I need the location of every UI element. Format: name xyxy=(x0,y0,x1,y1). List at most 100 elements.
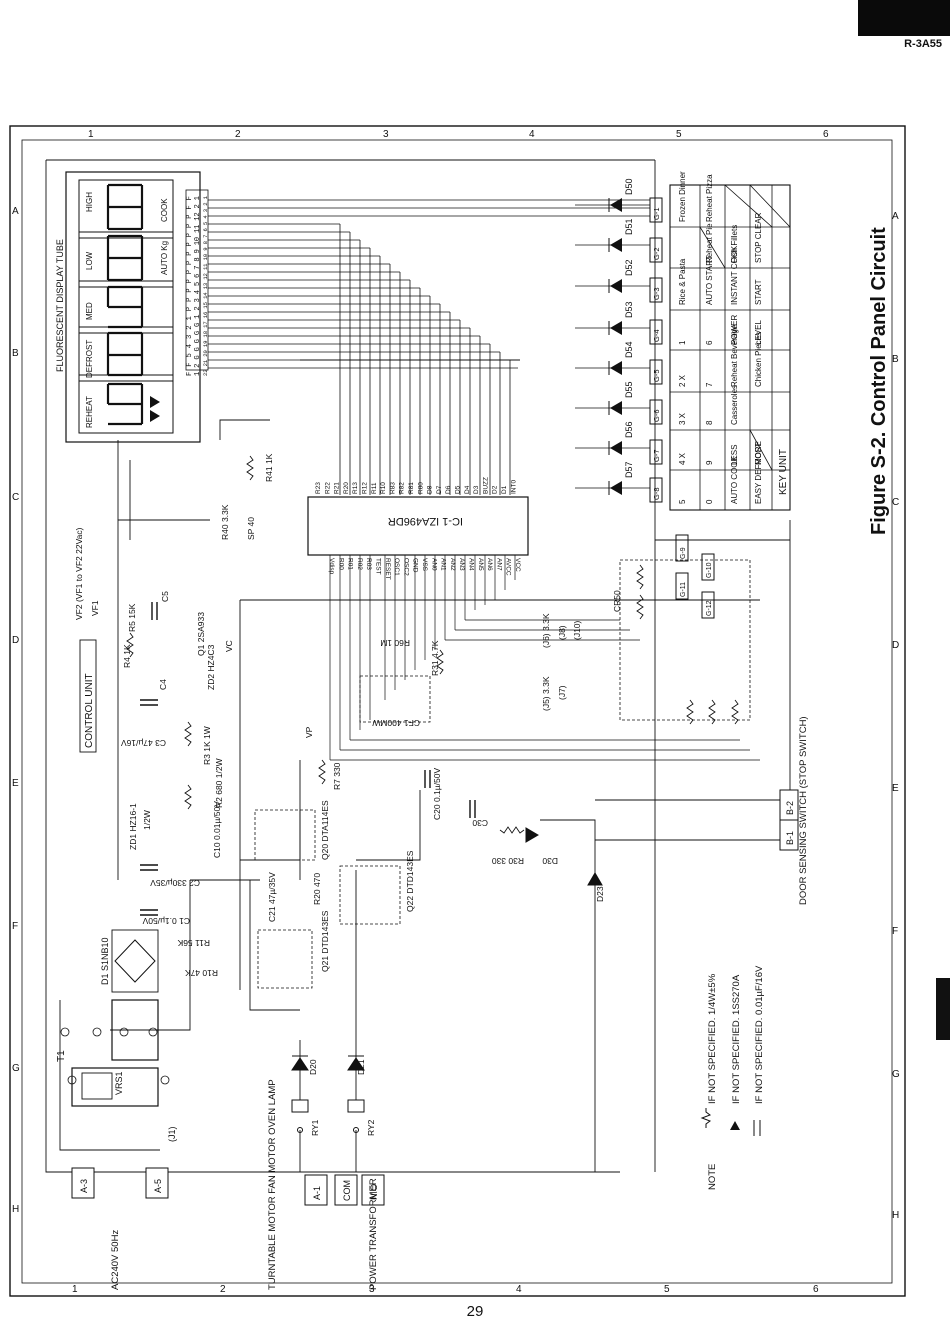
row-label-right-g: G xyxy=(892,1069,900,1080)
diode-label: D51 xyxy=(624,218,634,235)
ic-pin-right: R83 xyxy=(389,482,396,494)
g-connector-box xyxy=(649,197,663,223)
key-label: 0 xyxy=(705,499,714,504)
ic-pin-left: R03 xyxy=(365,558,372,570)
frame-outer xyxy=(9,125,906,1297)
ic-pin-left: RESET xyxy=(384,558,391,580)
r41-label: R41 1K xyxy=(264,453,274,482)
g-connector-box xyxy=(649,477,663,503)
ic-pin-right: R11 xyxy=(371,482,378,494)
vrs1-label: VRS1 xyxy=(114,1071,124,1095)
c1-label: C1 0.1µ/50V xyxy=(142,916,190,926)
key-label: 2 X xyxy=(678,374,687,387)
g-label: G-6 xyxy=(652,409,661,422)
key-label: 7 xyxy=(705,382,714,387)
r2-label: R2 680 1/2W xyxy=(214,758,224,808)
row-label-left-f: F xyxy=(12,921,18,932)
row-label-right-h: H xyxy=(892,1210,899,1221)
note: NOTE IF NOT SPECIFIED. 1/4W±5% IF NOT SP… xyxy=(700,965,765,1190)
col-label-top-4: 4 xyxy=(529,129,535,140)
g-label: G-1 xyxy=(652,207,661,220)
col-label-bot-5: 5 xyxy=(664,1284,670,1295)
c30-label: C30 xyxy=(472,818,488,828)
j6-label: (J6) 3.3K xyxy=(541,613,551,648)
cr50-label: CR50 xyxy=(612,590,622,612)
r60-label: R60 1M xyxy=(380,638,410,648)
r30-label: R30 330 xyxy=(492,856,524,866)
pin-row-1: F F 5 4 3 2 1 P P P P P P P P P P P F F xyxy=(186,196,194,376)
ic-pin-right: R12 xyxy=(362,482,369,494)
ic-pin-left: AN5 xyxy=(477,558,484,571)
cf1-label: CF1 400MW xyxy=(372,718,420,728)
g-connector-box xyxy=(649,277,663,303)
ic-pin-left: R00 xyxy=(337,558,344,570)
zd1-label: ZD1 HZ16-1 xyxy=(128,803,138,850)
page-number: 29 xyxy=(466,1303,484,1320)
ic-pin-right: R21 xyxy=(334,482,341,494)
col-label-bot-6: 6 xyxy=(813,1284,819,1295)
zd2-label: ZD2 HZ4C3 xyxy=(206,644,216,690)
display-bus xyxy=(208,199,655,495)
ic-pin-right: D4 xyxy=(464,485,471,494)
key-label: 3 X xyxy=(678,412,687,425)
r3-label: R3 1K 1W xyxy=(202,726,212,765)
diode-label: D57 xyxy=(624,461,634,478)
r40-label: R40 3.3K xyxy=(220,504,230,540)
q1-label: Q1 2SA933 xyxy=(196,612,206,656)
key-label: EASY DEFROST xyxy=(754,442,763,504)
power-transformer-label: POWER TRANSFORMER xyxy=(368,1178,379,1290)
conn-b2: B-2 xyxy=(785,801,795,815)
ic-pin-right: D5 xyxy=(455,485,462,494)
ic-pin-right: D3 xyxy=(473,485,480,494)
ry2-label: RY2 xyxy=(366,1119,376,1136)
row-label-left-e: E xyxy=(12,778,19,789)
col-label-top-1: 1 xyxy=(88,129,94,140)
display-arrow xyxy=(150,396,160,408)
g-label: G-7 xyxy=(652,449,661,462)
ic-pin-left: VSS xyxy=(421,558,428,572)
row-label-left-g: G xyxy=(12,1063,20,1074)
row-label-left-b: B xyxy=(12,348,19,359)
conn-com: COM xyxy=(342,1180,352,1201)
ic-pin-right: R13 xyxy=(352,482,359,494)
g-label: G-11 xyxy=(680,582,687,597)
c10-label: C10 0.01µ/50V xyxy=(212,801,222,858)
row-label-right-d: D xyxy=(892,640,899,651)
seg-label-auto-kg: AUTO Kg xyxy=(160,241,169,275)
diode-label: D53 xyxy=(624,301,634,318)
ic-pin-right: D1 xyxy=(501,485,508,494)
conn-no: N.O xyxy=(369,1184,379,1200)
g-label: G-2 xyxy=(652,247,661,260)
j8-label: (J8) xyxy=(557,625,567,640)
ic-pin-right: R10 xyxy=(380,482,387,494)
row-label-left-c: C xyxy=(12,492,19,503)
ic-pin-left: AN0 xyxy=(430,558,437,571)
key-label: 4 X xyxy=(678,452,687,465)
key-label: START xyxy=(754,279,763,305)
control-unit-label: CONTROL UNIT xyxy=(84,673,95,748)
g-label: G-8 xyxy=(652,487,661,500)
g-connector-box xyxy=(649,439,663,465)
ic-pin-right: R81 xyxy=(408,482,415,494)
g-label: G-9 xyxy=(680,547,687,559)
g-label: G-3 xyxy=(652,287,661,300)
col-label-bot-1: 1 xyxy=(72,1284,78,1295)
seg-label-high: HIGH xyxy=(85,192,94,212)
col-label-bot-2: 2 xyxy=(220,1284,226,1295)
key-label: LESS xyxy=(730,445,739,465)
conn-a1: A-1 xyxy=(312,1186,322,1200)
conn-b1: B-1 xyxy=(785,831,795,845)
key-label: MORE xyxy=(754,441,763,465)
row-label-right-b: B xyxy=(892,354,899,365)
frame-inner xyxy=(21,139,893,1284)
seg-label-cook: COOK xyxy=(160,198,169,222)
r11-label: R11 56K xyxy=(177,938,210,948)
ic-pin-left: AN2 xyxy=(449,558,456,571)
d23-label: D23 xyxy=(595,886,605,902)
key-unit-title: KEY UNIT xyxy=(778,449,789,495)
ic-pin-right: INT0 xyxy=(510,480,517,494)
ac-supply-label: AC240V 50Hz xyxy=(110,1230,121,1290)
vf1-label: VF1 xyxy=(90,600,100,616)
